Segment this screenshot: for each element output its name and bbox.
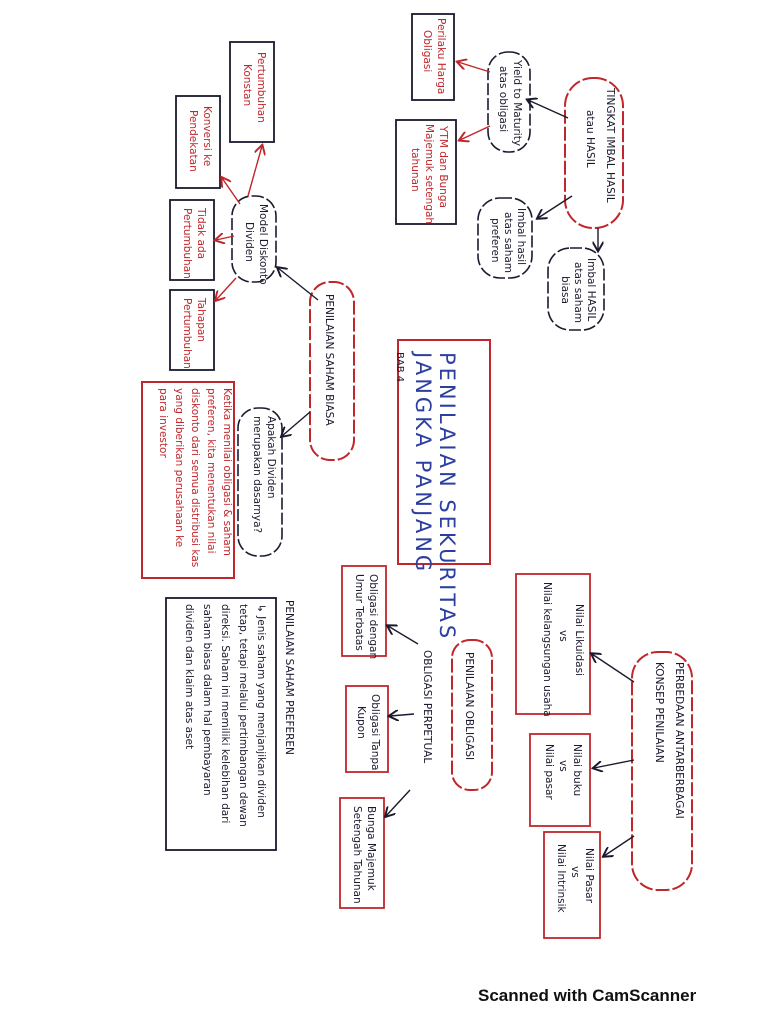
- ytm-line1: Yield to Maturity: [511, 59, 523, 146]
- preferen-line3: preferen: [489, 218, 501, 263]
- box-nilai-pasar: Nilai Pasar vs Nilai Intrinsik: [543, 831, 601, 939]
- perpetual-label: OBLIGASI PERPETUAL: [421, 650, 433, 763]
- arrows-yield: [458, 62, 598, 250]
- model-line1: Model Diskonto: [257, 204, 269, 285]
- title-line2: JANGKA PANJANG: [411, 350, 435, 574]
- buku-line3: Nilai pasar: [543, 744, 555, 800]
- cloud-ytm: Yield to Maturity atas obligasi: [487, 51, 531, 153]
- konstan-line2: Konstan: [241, 64, 253, 106]
- answer-line4: yang diberikan perusahaan ke: [173, 388, 185, 547]
- perbedaan-line2: KONSEP PENILAIAN: [653, 662, 665, 763]
- arrows-obligasi: [386, 626, 419, 816]
- ytm-bunga-line3: tahunan: [409, 148, 421, 192]
- box-tidak-ada: Tidak ada Pertumbuhan: [169, 199, 215, 281]
- kupon-line2: Kupon: [355, 706, 367, 739]
- title-box: PENILAIAN SEKURITAS JANGKA PANJANG BAB 4: [394, 339, 491, 641]
- cloud-model-diskonto: Model Diskonto Dividen: [231, 195, 277, 285]
- answer-line1: Ketika menilai obligasi & saham: [221, 388, 233, 556]
- title-bab: BAB 4: [394, 352, 405, 382]
- kupon-line1: Obligasi Tanpa: [369, 694, 381, 770]
- terbatas-line1: Obligasi dengan: [367, 574, 379, 659]
- answer-line2: preferen, kita menentukan nilai: [205, 388, 217, 554]
- box-bunga-majemuk: Bunga Majemuk Setengah Tahunan: [339, 797, 385, 909]
- pasar-line2: vs: [569, 866, 581, 878]
- perilaku-line1: Perilaku Harga: [435, 18, 447, 94]
- cloud-imbal-biasa: Imbal HASIL atas saham biasa: [547, 247, 605, 331]
- ytm-bunga-line1: YTM dan Bunga: [437, 125, 449, 208]
- cloud-penilaian-saham-biasa: PENILAIAN SAHAM BIASA: [309, 281, 355, 461]
- konversi-line2: Pendekatan: [187, 110, 199, 172]
- preferen-title: PENILAIAN SAHAM PREFEREN: [283, 600, 295, 755]
- box-perilaku-harga: Perilaku Harga Obligasi: [411, 13, 455, 101]
- perbedaan-line1: PERBEDAAN ANTARBERBAGAI: [673, 662, 685, 819]
- tahapan-line2: Pertumbuhan: [181, 298, 193, 369]
- label-obligasi-perpetual: OBLIGASI PERPETUAL: [421, 650, 433, 763]
- tahapan-line1: Tahapan: [195, 297, 207, 342]
- biasa-line3: biasa: [559, 276, 571, 304]
- biasa-line1: Imbal HASIL: [585, 258, 597, 322]
- title-line1: PENILAIAN SEKURITAS: [435, 352, 459, 641]
- saham-biasa-label: PENILAIAN SAHAM BIASA: [323, 294, 335, 427]
- ytm-bunga-line2: Majemuk setengah: [423, 124, 435, 224]
- preferen-line1: Imbal hasil: [515, 208, 527, 265]
- box-nilai-buku: Nilai buku vs Nilai pasar: [529, 733, 591, 827]
- box-likuidasi: Nilai Likuidasi vs Nilai kelangsungan us…: [515, 573, 591, 717]
- box-umur-terbatas: Obligasi dengan Umur Terbatas: [341, 565, 387, 659]
- preferen-desc-1: ↳ Jenis saham yang menjanjikan dividen: [255, 604, 267, 818]
- box-answer: Ketika menilai obligasi & saham preferen…: [141, 381, 235, 579]
- obligasi-label: PENILAIAN OBLIGASI: [463, 652, 475, 760]
- box-saham-preferen: PENILAIAN SAHAM PREFEREN ↳ Jenis saham y…: [165, 597, 295, 851]
- pasar-line3: Nilai Intrinsik: [555, 844, 567, 914]
- likuidasi-line1: Nilai Likuidasi: [573, 604, 585, 676]
- perilaku-line2: Obligasi: [421, 30, 433, 72]
- answer-line3: diskonto dari semua distribusi kas: [189, 388, 201, 567]
- cloud-imbal-preferen: Imbal hasil atas saham preferen: [477, 197, 533, 279]
- tingkat-line1: TINGKAT IMBAL HASIL: [604, 87, 616, 203]
- preferen-line2: atas saham: [502, 212, 514, 273]
- box-ytm-bunga: YTM dan Bunga Majemuk setengah tahunan: [395, 119, 457, 225]
- preferen-desc-4: saham biasa dalam hal pembayaran: [201, 604, 213, 796]
- box-pertumbuhan-konstan: Pertumbuhan Konstan: [229, 41, 275, 143]
- apakah-line2: merupakan dasarnya?: [251, 416, 263, 533]
- tidak-ada-line2: Pertumbuhan: [181, 208, 193, 279]
- ytm-line2: atas obligasi: [497, 66, 509, 132]
- bunga-line2: Setengah Tahunan: [351, 806, 363, 904]
- biasa-line2: atas saham: [572, 262, 584, 323]
- cloud-penilaian-obligasi: PENILAIAN OBLIGASI: [451, 639, 493, 791]
- model-line2: Dividen: [243, 222, 255, 262]
- apakah-line1: Apakah Dividen: [265, 416, 277, 499]
- arrows-perbedaan: [592, 654, 635, 856]
- box-tanpa-kupon: Obligasi Tanpa Kupon: [345, 685, 389, 773]
- tingkat-line2: atau HASIL: [584, 110, 596, 168]
- bunga-line1: Bunga Majemuk: [365, 806, 377, 892]
- scanner-watermark: Scanned with CamScanner: [478, 986, 697, 1005]
- tidak-ada-line1: Tidak ada: [195, 207, 207, 259]
- terbatas-line2: Umur Terbatas: [353, 574, 365, 651]
- preferen-desc-3: direksi. Saham ini memiliki kelebihan da…: [219, 604, 231, 823]
- buku-line1: Nilai buku: [571, 744, 583, 796]
- cloud-apakah-dividen: Apakah Dividen merupakan dasarnya?: [237, 407, 283, 557]
- preferen-desc-5: dividen dan klaim atas aset: [183, 604, 195, 749]
- konversi-line1: Konversi ke: [201, 106, 213, 166]
- box-konversi: Konversi ke Pendekatan: [175, 95, 221, 189]
- arrows-saham-biasa: [216, 146, 319, 436]
- konstan-line1: Pertumbuhan: [255, 52, 267, 123]
- cloud-perbedaan: PERBEDAAN ANTARBERBAGAI KONSEP PENILAIAN: [631, 651, 693, 891]
- likuidasi-line3: Nilai kelangsungan usaha: [541, 582, 553, 717]
- cloud-tingkat-imbal-hasil: TINGKAT IMBAL HASIL atau HASIL: [564, 77, 624, 229]
- answer-line5: para investor: [157, 388, 169, 458]
- pasar-line1: Nilai Pasar: [583, 848, 595, 904]
- preferen-desc-2: tetap, tetapi melalui pertimbangan dewan: [237, 604, 249, 827]
- buku-line2: vs: [557, 760, 569, 772]
- box-tahapan: Tahapan Pertumbuhan: [169, 289, 215, 371]
- likuidasi-line2: vs: [557, 630, 569, 642]
